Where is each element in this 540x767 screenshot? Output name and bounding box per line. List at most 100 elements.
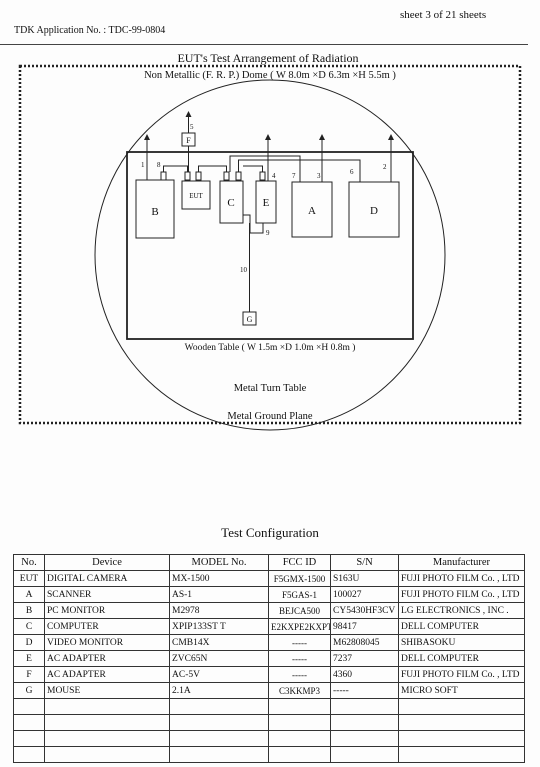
cell-sn: S163U [330, 570, 399, 587]
cell-no: B [13, 602, 45, 619]
cell-model: M2978 [169, 602, 269, 619]
cell-manufacturer [398, 730, 525, 747]
cable-8 [163, 165, 188, 172]
cell-sn [330, 698, 399, 715]
ground-plane-label: Metal Ground Plane [227, 411, 312, 422]
cell-manufacturer: FUJI PHOTO FILM Co. , LTD [398, 570, 525, 587]
cable-8-number: 8 [157, 161, 161, 169]
connector [195, 171, 202, 181]
cell-fcc-id: BEJCA500 [268, 602, 331, 619]
cable-2-number: 2 [383, 163, 387, 171]
cell-manufacturer: DELL COMPUTER [398, 650, 525, 667]
box-d [348, 181, 400, 238]
table-row [13, 730, 525, 747]
cell-device: AC ADAPTER [44, 650, 170, 667]
cell-device [44, 714, 170, 731]
cell-fcc-id [268, 714, 331, 731]
header-fcc-id: FCC ID [268, 554, 331, 571]
cell-no: EUT [13, 570, 45, 587]
box-g-label: G [247, 315, 253, 324]
cell-no [13, 714, 45, 731]
cable-9-number: 9 [266, 229, 270, 237]
cell-manufacturer: LG ELECTRONICS , INC . [398, 602, 525, 619]
box-c [219, 180, 244, 224]
cell-no: A [13, 586, 45, 603]
diagram-title: EUT's Test Arrangement of Radiation [177, 51, 358, 65]
connector [223, 171, 230, 181]
cell-manufacturer: FUJI PHOTO FILM Co. , LTD [398, 586, 525, 603]
cell-no: D [13, 634, 45, 651]
cell-model: XPIP133ST T [169, 618, 269, 635]
box-eut-label: EUT [189, 192, 203, 200]
cell-model: MX-1500 [169, 570, 269, 587]
connector [184, 171, 191, 181]
turn-table-label: Metal Turn Table [234, 383, 307, 394]
cell-model: AC-5V [169, 666, 269, 683]
header-device: Device [44, 554, 170, 571]
box-b [135, 179, 175, 239]
cable-5-number: 5 [190, 123, 194, 131]
box-b-label: B [151, 206, 158, 218]
dome-label: Non Metallic (F. R. P.) Dome ( W 8.0m ×D… [144, 70, 396, 81]
cell-sn: M62808045 [330, 634, 399, 651]
cable-9 [243, 214, 264, 234]
ground-plane-outline [18, 64, 522, 425]
sheet-number: sheet 3 of 21 sheets [400, 9, 487, 21]
box-d-label: D [370, 205, 378, 217]
table-row [13, 714, 525, 731]
cell-device: COMPUTER [44, 618, 170, 635]
cell-manufacturer [398, 698, 525, 715]
cell-model [169, 698, 269, 715]
wooden-table [126, 151, 414, 340]
cell-fcc-id: C3KKMP3 [268, 682, 331, 699]
cable-4-number: 4 [272, 172, 276, 180]
cell-no: G [13, 682, 45, 699]
cable-eut [198, 165, 227, 172]
cell-model: CMB14X [169, 634, 269, 651]
table-row [13, 698, 525, 715]
test-arrangement-diagram: EUT's Test Arrangement of Radiation Non … [18, 51, 522, 431]
cell-fcc-id [268, 746, 331, 763]
cell-device: AC ADAPTER [44, 666, 170, 683]
cable-7 [229, 155, 301, 182]
box-e-label: E [263, 197, 270, 209]
cell-sn: 7237 [330, 650, 399, 667]
application-number: TDK Application No. : TDC-99-0804 [14, 25, 166, 36]
box-e [255, 180, 277, 224]
cell-sn: 100027 [330, 586, 399, 603]
cell-no [13, 698, 45, 715]
cell-fcc-id [268, 698, 331, 715]
cell-model: 2.1A [169, 682, 269, 699]
connector [160, 171, 167, 181]
test-configuration-title: Test Configuration [221, 525, 319, 540]
cell-sn [330, 746, 399, 763]
cable-1-number: 1 [141, 161, 145, 169]
cell-device: DIGITAL CAMERA [44, 570, 170, 587]
cell-fcc-id: ----- [268, 650, 331, 667]
cell-fcc-id: F5GAS-1 [268, 586, 331, 603]
cell-sn: CY5430HF3CV [330, 602, 399, 619]
cell-no [13, 746, 45, 763]
cell-sn [330, 730, 399, 747]
table-row [13, 746, 525, 763]
cell-model: ZVC65N [169, 650, 269, 667]
cell-device: SCANNER [44, 586, 170, 603]
cell-fcc-id: F5GMX-1500 [268, 570, 331, 587]
cell-manufacturer: FUJI PHOTO FILM Co. , LTD [398, 666, 525, 683]
header-no: No. [13, 554, 45, 571]
cell-sn [330, 714, 399, 731]
cable-6-number: 6 [350, 168, 354, 176]
cell-sn: 98417 [330, 618, 399, 635]
cell-manufacturer: DELL COMPUTER [398, 618, 525, 635]
cell-device [44, 746, 170, 763]
cable-3-number: 3 [317, 172, 321, 180]
cable-7-number: 7 [292, 172, 296, 180]
cell-fcc-id: ----- [268, 634, 331, 651]
